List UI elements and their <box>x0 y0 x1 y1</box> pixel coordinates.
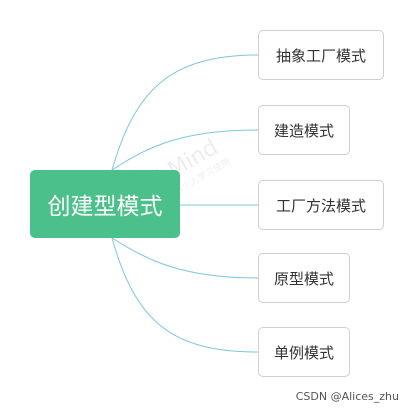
child-node-label: 建造模式 <box>273 121 334 140</box>
edge-to-child-4 <box>111 237 259 279</box>
child-node-abstract-factory[interactable]: 抽象工厂模式 <box>258 30 384 80</box>
child-node-builder[interactable]: 建造模式 <box>258 105 350 155</box>
root-node-label: 创建型模式 <box>47 194 163 220</box>
root-node[interactable]: 创建型模式 <box>30 170 180 238</box>
child-node-prototype[interactable]: 原型模式 <box>258 253 350 303</box>
edge-to-child-1 <box>111 54 259 171</box>
edge-to-child-2 <box>111 129 259 171</box>
child-node-label: 原型模式 <box>273 269 334 288</box>
child-node-label: 工厂方法模式 <box>275 196 366 215</box>
child-node-label: 抽象工厂模式 <box>275 46 366 65</box>
child-node-singleton[interactable]: 单例模式 <box>258 327 350 377</box>
child-node-factory-method[interactable]: 工厂方法模式 <box>258 180 384 230</box>
credit-text: CSDN @Alices_zhu <box>295 390 399 403</box>
child-node-label: 单例模式 <box>273 343 334 362</box>
edge-to-child-5 <box>111 237 259 353</box>
